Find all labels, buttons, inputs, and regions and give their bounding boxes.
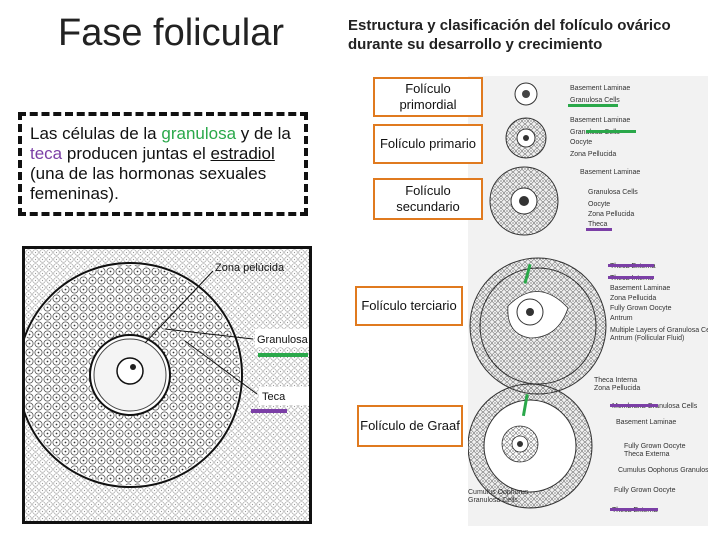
granulosa-word: granulosa xyxy=(161,124,237,143)
granulosa-label: Granulosa xyxy=(257,334,309,346)
diagram-label: Antrum xyxy=(610,315,633,322)
diagram-label: Basement Laminae xyxy=(580,169,640,176)
follicle-stages-illustration: Basement Laminae Granulosa Cells Basemen… xyxy=(468,76,708,526)
estradiol-word: estradiol xyxy=(210,144,275,163)
teca-marker xyxy=(251,409,287,413)
diagram-label: Fully Grown Oocyte xyxy=(614,487,676,494)
diagram-label: Multiple Layers of Granulosa Cells xyxy=(610,327,708,334)
diagram-label: Oocyte xyxy=(588,201,610,208)
text-part: Las células de la xyxy=(30,124,162,143)
stage-label-primario: Folículo primario xyxy=(373,124,483,164)
follicle-illustration: Zona pelúcida Granulosa Teca xyxy=(17,249,313,521)
description-textbox: Las células de la granulosa y de la teca… xyxy=(18,112,308,216)
diagram-label: Zona Pellucida xyxy=(570,151,616,158)
diagram-label: Fully Grown Oocyte xyxy=(610,305,672,312)
text-part: (una de las hormonas sexuales femeninas)… xyxy=(30,164,267,203)
diagram-label: Zona Pellucida xyxy=(594,385,640,392)
text-part: y de la xyxy=(236,124,291,143)
diagram-label: Basement Laminae xyxy=(616,419,676,426)
diagram-label: Cumulus Oophorus Granulosa Cells xyxy=(618,467,708,474)
diagram-label: Basement Laminae xyxy=(570,117,630,124)
diagram-label: Zona Pellucida xyxy=(610,295,656,302)
stage-label-terciario: Folículo terciario xyxy=(355,286,463,326)
diagram-label: Theca Externa xyxy=(624,451,670,458)
follicle-diagram: Zona pelúcida Granulosa Teca xyxy=(17,246,313,524)
diagram-label: Granulosa Cells xyxy=(468,497,518,504)
diagram-label: Fully Grown Oocyte xyxy=(624,443,686,450)
diagram-label: Theca Interna xyxy=(594,377,637,384)
stage-label-secundario: Folículo secundario xyxy=(373,178,483,220)
diagram-label: Oocyte xyxy=(570,139,592,146)
diagram-label: Basement Laminae xyxy=(570,85,630,92)
granulosa-marker xyxy=(258,353,308,357)
teca-word: teca xyxy=(30,144,63,163)
stage-label-primordial: Folículo primordial xyxy=(373,77,483,117)
diagram-label: Theca xyxy=(588,221,608,228)
diagram-label: Antrum (Follicular Fluid) xyxy=(610,335,684,342)
teca-label: Teca xyxy=(262,391,286,403)
zona-pelucida-label: Zona pelúcida xyxy=(215,262,285,274)
slide-subtitle: Estructura y clasificación del folículo … xyxy=(348,17,671,53)
stage-label-graaf: Folículo de Graaf xyxy=(357,405,463,447)
diagram-label: Granulosa Cells xyxy=(570,97,620,104)
text-part: producen juntas el xyxy=(62,144,211,163)
diagram-label: Granulosa Cells xyxy=(588,189,638,196)
diagram-label: Basement Laminae xyxy=(610,285,670,292)
diagram-label: Cumulus Oophorus xyxy=(468,489,529,496)
slide-title: Fase folicular xyxy=(58,12,284,54)
diagram-label: Zona Pellucida xyxy=(588,211,634,218)
